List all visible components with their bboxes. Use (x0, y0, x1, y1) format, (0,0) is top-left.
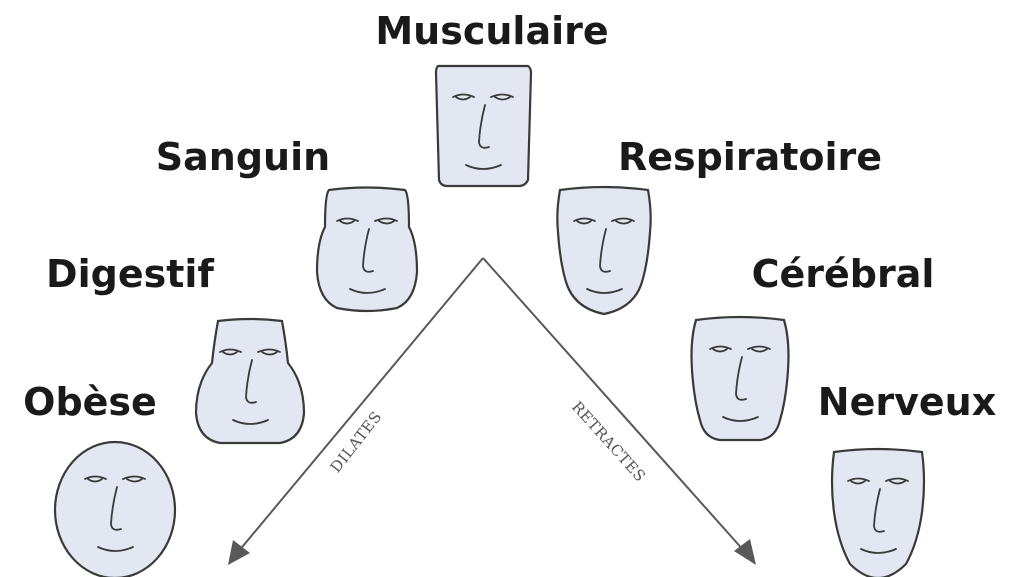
arrow-label-retractes: RETRACTES (568, 398, 649, 486)
label-nerveux: Nerveux (818, 380, 996, 424)
face-nerveux (832, 449, 924, 577)
face-sanguin (317, 188, 417, 312)
label-digestif: Digestif (46, 252, 214, 296)
face-respiratoire (557, 187, 650, 314)
face-musculaire (436, 66, 531, 186)
face-cerebral (692, 317, 789, 440)
label-sanguin: Sanguin (156, 135, 330, 179)
label-obese: Obèse (23, 380, 157, 424)
label-respiratoire: Respiratoire (618, 135, 882, 179)
face-obese (55, 442, 175, 577)
arrow-label-dilates: DILATES (327, 408, 386, 476)
label-cerebral: Cérébral (752, 252, 935, 296)
face-digestif (196, 319, 304, 443)
label-musculaire: Musculaire (375, 9, 608, 53)
